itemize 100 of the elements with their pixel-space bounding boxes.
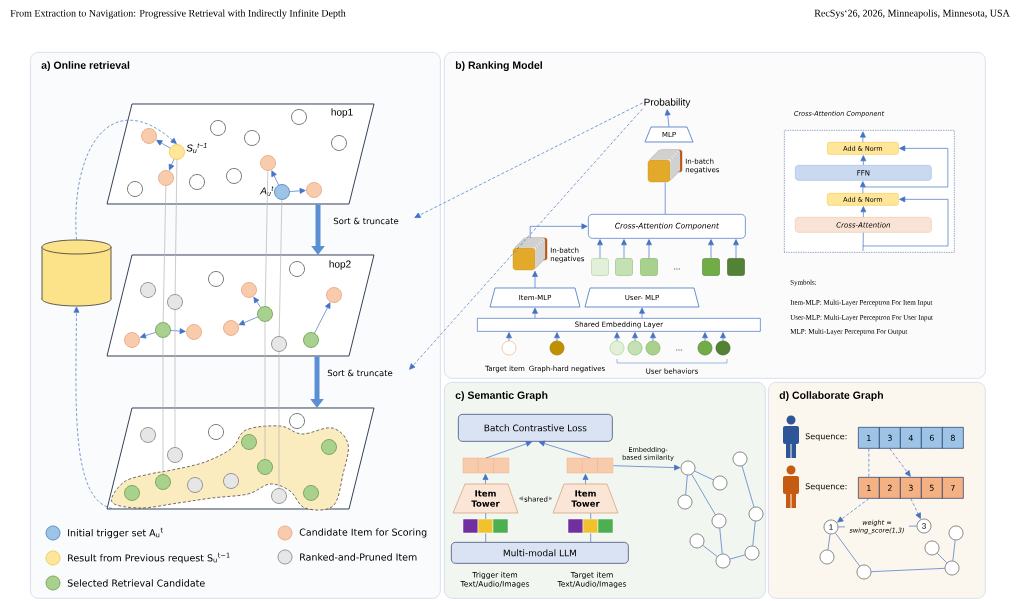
graph-node: 1 xyxy=(823,519,839,535)
connector-line xyxy=(278,199,283,337)
arrow xyxy=(650,332,656,341)
item-circle xyxy=(241,434,257,450)
item-circle xyxy=(326,287,342,303)
item-circle xyxy=(208,271,224,287)
arrow xyxy=(168,158,175,171)
arrow xyxy=(862,196,949,247)
sequence-cell: 3 xyxy=(879,427,901,449)
arrow xyxy=(664,109,671,128)
connector-line xyxy=(719,527,723,555)
item-circle xyxy=(241,282,257,298)
legend-label: Candidate Item for Scoring xyxy=(299,528,427,538)
item-circle xyxy=(210,120,226,136)
arrow xyxy=(485,441,532,459)
connector-line xyxy=(590,512,592,520)
embedding-vector xyxy=(462,457,510,474)
item-circle xyxy=(303,332,319,348)
arrow xyxy=(859,181,866,194)
connector-line xyxy=(485,512,487,520)
graph-node xyxy=(948,525,964,541)
item-circle xyxy=(271,336,287,352)
embedding-vector xyxy=(566,457,614,474)
tower-block: Item Tower xyxy=(452,483,519,514)
arrow xyxy=(289,188,306,194)
item-circle xyxy=(289,261,305,277)
graph-node xyxy=(712,475,728,491)
feature-stripe xyxy=(567,518,614,534)
arrow xyxy=(529,223,588,239)
item-circle xyxy=(306,182,322,198)
item-circle xyxy=(226,168,242,184)
arrow xyxy=(646,239,652,259)
item-circle xyxy=(208,424,224,440)
sequence-cell: 1 xyxy=(858,427,880,449)
item-circle xyxy=(127,181,143,197)
connector-line xyxy=(691,474,716,515)
arrow xyxy=(170,328,186,334)
arrow xyxy=(639,307,645,319)
graph-node xyxy=(856,564,872,580)
item-circle xyxy=(244,130,260,146)
graph-node xyxy=(689,533,705,549)
item-circle xyxy=(289,413,305,429)
item-circle xyxy=(331,135,347,151)
item-circle xyxy=(260,155,276,171)
arrow xyxy=(702,332,708,341)
row-label: Sequence: xyxy=(805,483,847,491)
arrow xyxy=(889,448,911,477)
graph-node xyxy=(732,451,748,467)
item-circle xyxy=(141,128,157,144)
input-circle xyxy=(715,340,731,356)
sequence-cell: 4 xyxy=(900,427,922,449)
arrow xyxy=(614,332,620,341)
arrow xyxy=(597,239,603,259)
arrow xyxy=(860,206,867,218)
item-circle xyxy=(124,485,140,501)
connector-line xyxy=(752,520,756,547)
arrow xyxy=(720,332,726,341)
item-circle xyxy=(186,324,202,340)
connector-line xyxy=(952,539,956,562)
arrow xyxy=(862,145,949,188)
connector-line xyxy=(827,533,831,551)
arrow xyxy=(708,239,714,259)
item-circle xyxy=(140,427,156,443)
connector-line xyxy=(936,552,948,564)
input-circle xyxy=(645,340,661,356)
connector-line xyxy=(702,545,718,557)
item-circle xyxy=(257,459,273,475)
loss-box: Batch Contrastive Loss xyxy=(458,414,613,442)
item-circle xyxy=(187,477,203,493)
embedding-square xyxy=(702,258,720,276)
item-circle xyxy=(189,174,205,190)
item-circle xyxy=(167,294,183,310)
legend-label: Selected Retrieval Candidate xyxy=(67,579,205,587)
sequence-cell: 2 xyxy=(879,477,901,499)
item-circle xyxy=(271,488,287,504)
item-circle xyxy=(223,320,239,336)
arrow xyxy=(554,332,560,341)
arrow xyxy=(238,316,259,326)
graph-node: 3 xyxy=(916,518,932,534)
arrow xyxy=(538,440,591,459)
embedding-square xyxy=(727,258,745,276)
embedding-square xyxy=(591,258,609,276)
sequence-cell: 6 xyxy=(921,427,943,449)
sequence-cell: 8 xyxy=(942,427,964,449)
feature-stripe xyxy=(462,518,509,534)
connector-line xyxy=(871,567,945,572)
arrow xyxy=(860,155,867,166)
page-header: RecSys‘26, 2026, Minneapolis, Minnesota, USA xyxy=(814,9,1010,19)
graph-node xyxy=(748,506,764,522)
connector-line xyxy=(741,465,755,508)
database-cylinder xyxy=(41,239,112,307)
model-box: Multi-modal LLM xyxy=(451,542,629,564)
graph-node xyxy=(677,494,693,510)
edge-label: Sort & truncate xyxy=(326,368,394,378)
arrow xyxy=(910,498,921,519)
arrow xyxy=(621,239,627,259)
connector-line xyxy=(694,470,714,481)
row-label: Sequence: xyxy=(805,433,847,441)
arrow xyxy=(409,108,643,370)
sequence-cell: 1 xyxy=(858,477,880,499)
